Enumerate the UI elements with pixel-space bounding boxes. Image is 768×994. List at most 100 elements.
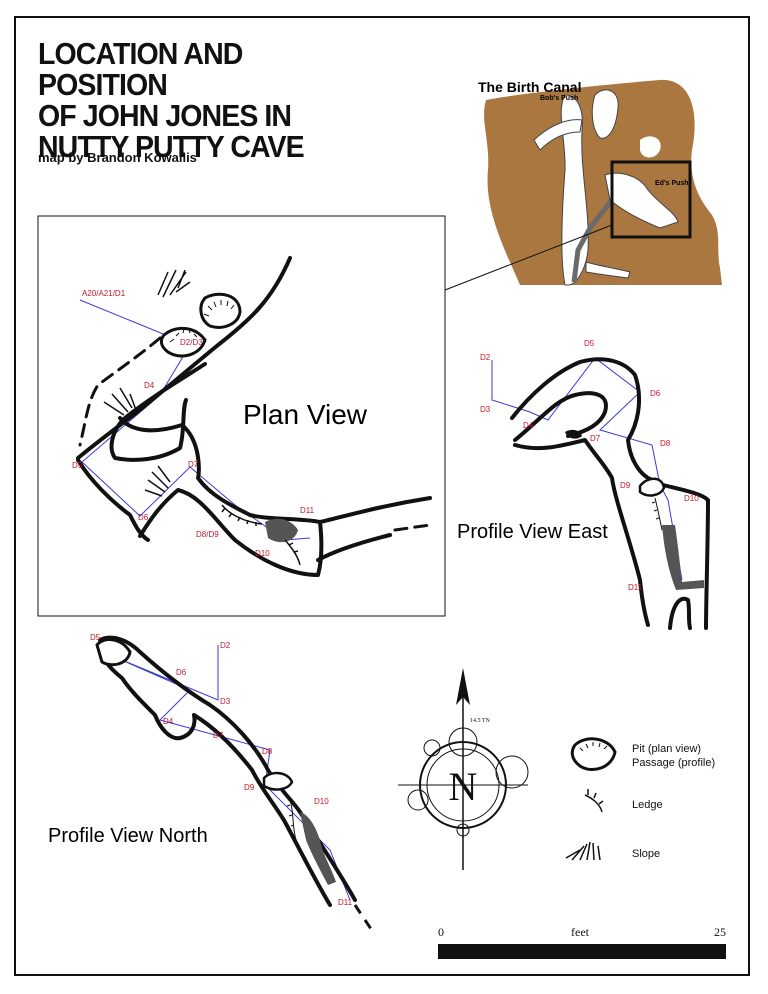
north-station-d11: D11 — [338, 898, 353, 907]
north-position-shade — [300, 812, 336, 885]
east-station-d3: D3 — [480, 405, 491, 414]
plan-view-frame — [37, 215, 446, 617]
legend-ledge-label: Ledge — [632, 799, 663, 811]
legend-pit-hachure — [579, 742, 608, 752]
legend-passage-label: Passage (profile) — [632, 757, 715, 769]
inset-passage-tail — [585, 261, 631, 279]
east-wall-top — [510, 357, 654, 482]
east-station-d10: D10 — [684, 494, 699, 503]
plan-station-d7: D7 — [188, 460, 199, 469]
inset-label-eds-push: Ed's Push — [655, 180, 689, 187]
plan-slope-left — [103, 387, 137, 416]
plan-pit-d2d3 — [159, 326, 207, 358]
compass-circle-nw — [423, 739, 441, 757]
scale-unit-label: feet — [571, 925, 590, 939]
compass-circle-s — [456, 823, 470, 837]
compass-circle-n — [448, 727, 478, 757]
plan-station-d5: D5 — [72, 461, 83, 470]
inset-blob — [640, 136, 661, 158]
east-station-d5: D5 — [584, 339, 595, 348]
east-station-d2: D2 — [480, 353, 491, 362]
plan-station-d8d9: D8/D9 — [196, 530, 219, 539]
east-wall-right — [650, 480, 710, 630]
profile-north-title: Profile View North — [48, 825, 208, 847]
east-wall-feet — [668, 596, 692, 630]
profile-view-east: Profile View East D2 D3 D4 D5 D6 D7 D8 D… — [457, 339, 710, 630]
compass-circle-e — [495, 755, 529, 789]
plan-station-a20: A20/A21/D1 — [82, 289, 126, 298]
legend: Pit (plan view) Passage (profile) Ledge … — [565, 737, 715, 861]
east-station-d11: D11 — [628, 583, 643, 592]
compass-rose: N 14.5 TN — [398, 668, 529, 870]
title-line: NUTTY PUTTY CAVE — [38, 129, 305, 164]
east-position-shade — [662, 525, 704, 590]
east-ledge — [651, 497, 663, 531]
north-survey-line — [109, 645, 351, 901]
east-station-d9: D9 — [620, 481, 631, 490]
plan-wall-dashed-exit — [393, 523, 432, 532]
east-pit-d9 — [638, 477, 666, 497]
scale-bar-fill — [438, 944, 726, 959]
plan-view-title: Plan View — [243, 399, 368, 430]
legend-slope-label: Slope — [632, 848, 660, 860]
east-station-d6: D6 — [650, 389, 661, 398]
compass-inner-ring — [426, 748, 500, 822]
plan-ledge — [221, 504, 263, 526]
east-wall-lower — [513, 438, 650, 627]
inset-title: The Birth Canal — [478, 79, 581, 95]
north-wall-dashed — [353, 904, 377, 936]
inset-map: The Birth Canal Bob's Push Ed's Push — [478, 79, 722, 286]
scale-min-label: 0 — [438, 925, 444, 939]
north-station-d6: D6 — [176, 668, 187, 677]
plan-position-shade — [265, 518, 298, 543]
north-pit-d9 — [262, 771, 294, 791]
north-wall-bottom — [98, 648, 332, 907]
inset-rock — [484, 79, 722, 285]
byline: map by Brandon Kowallis — [38, 150, 197, 165]
plan-wall-exit-lower — [316, 533, 392, 562]
north-pit-d5 — [95, 638, 132, 667]
east-station-d4: D4 — [523, 421, 534, 430]
profile-east-title: Profile View East — [457, 521, 608, 543]
north-station-d4: D4 — [163, 717, 174, 726]
profile-view-north: Profile View North D2 D3 D4 D5 D6 D7 D8 … — [48, 633, 377, 936]
north-station-d10: D10 — [314, 797, 329, 806]
plan-station-d2d3: D2/D3 — [180, 338, 203, 347]
plan-pit-upper — [199, 292, 242, 329]
inset-passage — [560, 94, 589, 286]
north-station-d2: D2 — [220, 641, 231, 650]
inset-leader-line — [444, 224, 613, 291]
legend-slope-icon — [565, 841, 601, 861]
plan-wall-bottom — [138, 488, 324, 577]
north-ledge — [286, 799, 297, 841]
legend-pit-icon — [570, 737, 617, 771]
plan-wall-dashed-upper — [78, 336, 162, 447]
legend-ledge-icon — [584, 789, 604, 813]
compass-circle-w — [407, 789, 429, 811]
north-station-d8: D8 — [262, 747, 273, 756]
north-station-d9: D9 — [244, 783, 255, 792]
plan-station-d6: D6 — [138, 513, 149, 522]
plan-wall-exit — [318, 496, 432, 524]
east-station-d7: D7 — [590, 434, 601, 443]
north-arrow-icon — [456, 668, 470, 705]
scale-max-label: 25 — [714, 925, 726, 939]
compass-outer-ring — [419, 741, 507, 829]
inset-label-bobs-push: Bob's Push — [540, 95, 578, 102]
plan-station-d4: D4 — [144, 381, 155, 390]
north-station-d7: D7 — [213, 731, 224, 740]
plan-station-d10: D10 — [255, 549, 270, 558]
plan-slope-mid — [144, 465, 171, 497]
north-station-d5: D5 — [90, 633, 101, 642]
east-wall-inner — [513, 391, 608, 442]
map-frame — [14, 16, 750, 976]
scale-bar: 0 feet 25 — [438, 925, 726, 959]
plan-view: Plan View A20/A21/D1 D2/D3 D4 D5 D6 D7 D… — [37, 215, 446, 617]
plan-wall-mid — [118, 416, 322, 524]
page-title: LOCATION AND POSITION OF JOHN JONES IN N… — [38, 38, 369, 162]
plan-pit-hachure — [169, 300, 235, 343]
plan-slope-top — [157, 269, 191, 298]
east-shade-ledge — [565, 429, 582, 439]
plan-station-d11: D11 — [300, 506, 315, 515]
inset-passage-right — [591, 89, 619, 139]
